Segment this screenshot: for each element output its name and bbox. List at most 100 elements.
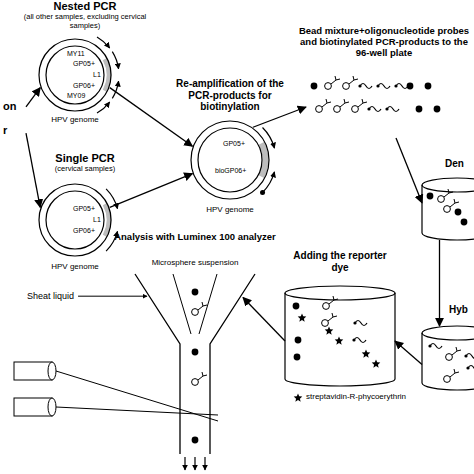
microsphere: [192, 289, 199, 296]
step-heading: r: [2, 124, 8, 137]
node-shape: [285, 286, 395, 386]
microsphere: [352, 99, 367, 112]
flow-arrow: [26, 88, 40, 107]
microsphere: [446, 347, 461, 360]
node-shape: [190, 120, 270, 200]
flow-arrow: [396, 138, 422, 203]
biotin-mark: [260, 190, 265, 195]
hybridization-well: Hyb: [418, 304, 474, 394]
microsphere: [343, 76, 358, 89]
microsphere: [367, 107, 381, 112]
node-outline: [422, 326, 474, 390]
flow-arrow: [26, 133, 40, 207]
microsphere: [376, 84, 390, 89]
primer-label: L1: [92, 71, 102, 79]
microsphere: [192, 349, 199, 356]
reporter-star: [294, 394, 303, 402]
microsphere: [394, 84, 408, 89]
primer-arrow: [97, 37, 110, 48]
reporter-star: [335, 337, 344, 345]
node-shape: [135, 274, 255, 470]
step-note: HPV genome: [35, 115, 115, 124]
node-outline: [422, 178, 474, 240]
denaturation-well: Den: [418, 158, 474, 248]
node-shape: [422, 178, 474, 240]
microsphere: [311, 83, 318, 90]
step-heading: Den: [444, 158, 465, 170]
flow-arrow: [110, 174, 193, 208]
step-note: (all other samples, excluding cervical s…: [20, 13, 150, 30]
step-note: (cervical samples): [20, 165, 150, 174]
microsphere: [192, 372, 207, 385]
reporter-star: [298, 314, 307, 322]
reamplification-genome: Re-amplification of the PCR-products for…: [165, 78, 295, 218]
primer-label: bioGP06+: [214, 167, 247, 175]
step-heading: Analysis with Luminex 100 analyzer: [90, 232, 300, 243]
microsphere: [444, 369, 459, 382]
flow-arrow: [253, 107, 306, 127]
outflow-arrow: [204, 457, 205, 470]
microsphere: [334, 99, 349, 112]
outflow-arrow: [194, 457, 195, 470]
primer-label: L1: [92, 216, 102, 224]
microsphere: [385, 107, 399, 112]
microsphere: [358, 84, 372, 89]
microsphere: [434, 106, 441, 113]
step-heading: Single PCR: [20, 152, 150, 165]
laser-beam: [56, 407, 218, 415]
primer-label: GP05+: [72, 60, 96, 68]
node-shape: [422, 326, 474, 390]
step-heading: Nested PCR: [20, 0, 150, 13]
primer-label: MY11: [66, 50, 86, 58]
primer-label: GP05+: [72, 205, 96, 213]
outflow-arrow: [184, 457, 185, 470]
primer-label: streptavidin-R-phycoerythrin: [305, 392, 407, 401]
primer-label: GP05+: [222, 140, 246, 148]
microsphere: [293, 303, 300, 310]
step-heading: Re-amplification of the PCR-products for…: [165, 78, 295, 113]
extraction-step: on r: [0, 98, 26, 142]
step-heading: Hyb: [448, 304, 469, 316]
node-outline: [190, 120, 270, 200]
reporter-star: [325, 327, 334, 335]
primer-label: GP06+: [72, 82, 96, 90]
nested-pcr-genome: Nested PCR(all other samples, excluding …: [20, 0, 150, 128]
microsphere: [464, 354, 474, 359]
flow-arrow: [439, 240, 440, 326]
l1-region: [105, 59, 109, 91]
microsphere: [294, 354, 301, 361]
microsphere: [428, 344, 442, 349]
primer-label: MY09: [66, 92, 86, 100]
primer-arrow: [97, 102, 110, 113]
step-heading: Adding the reporter dye: [285, 250, 395, 273]
microsphere: [425, 83, 432, 90]
microsphere: [316, 99, 331, 112]
node-outline: [306, 76, 456, 138]
laser-source: [14, 398, 56, 416]
step-note: Microsphere suspension: [90, 258, 300, 267]
flow-arrow: [243, 298, 285, 341]
flow-arrow: [110, 88, 193, 147]
reporter-dye-well: Adding the reporter dye streptavidin-R-ph…: [275, 250, 420, 418]
primer-label: GP06+: [72, 227, 96, 235]
reporter-star: [362, 350, 371, 358]
microsphere: [461, 219, 468, 226]
microsphere: [295, 337, 302, 344]
node-outline: [135, 274, 255, 470]
node-shape: [306, 76, 456, 138]
step-note: HPV genome: [35, 262, 115, 271]
laser-beam: [56, 371, 218, 421]
l1-region: [105, 204, 109, 236]
microsphere: [323, 296, 338, 309]
reporter-star: [372, 360, 381, 368]
microsphere: [192, 437, 199, 444]
step-heading: on: [2, 100, 17, 113]
laser-source: [14, 362, 56, 380]
step-heading: Bead mixture+oligonucleotide probes and …: [296, 26, 472, 59]
illustration-details: [78, 37, 474, 444]
primer-arrow: [112, 52, 118, 69]
bead-mixture: Bead mixture+oligonucleotide probes and …: [296, 26, 472, 140]
microsphere: [407, 83, 414, 90]
flow-arrow: [395, 341, 422, 364]
